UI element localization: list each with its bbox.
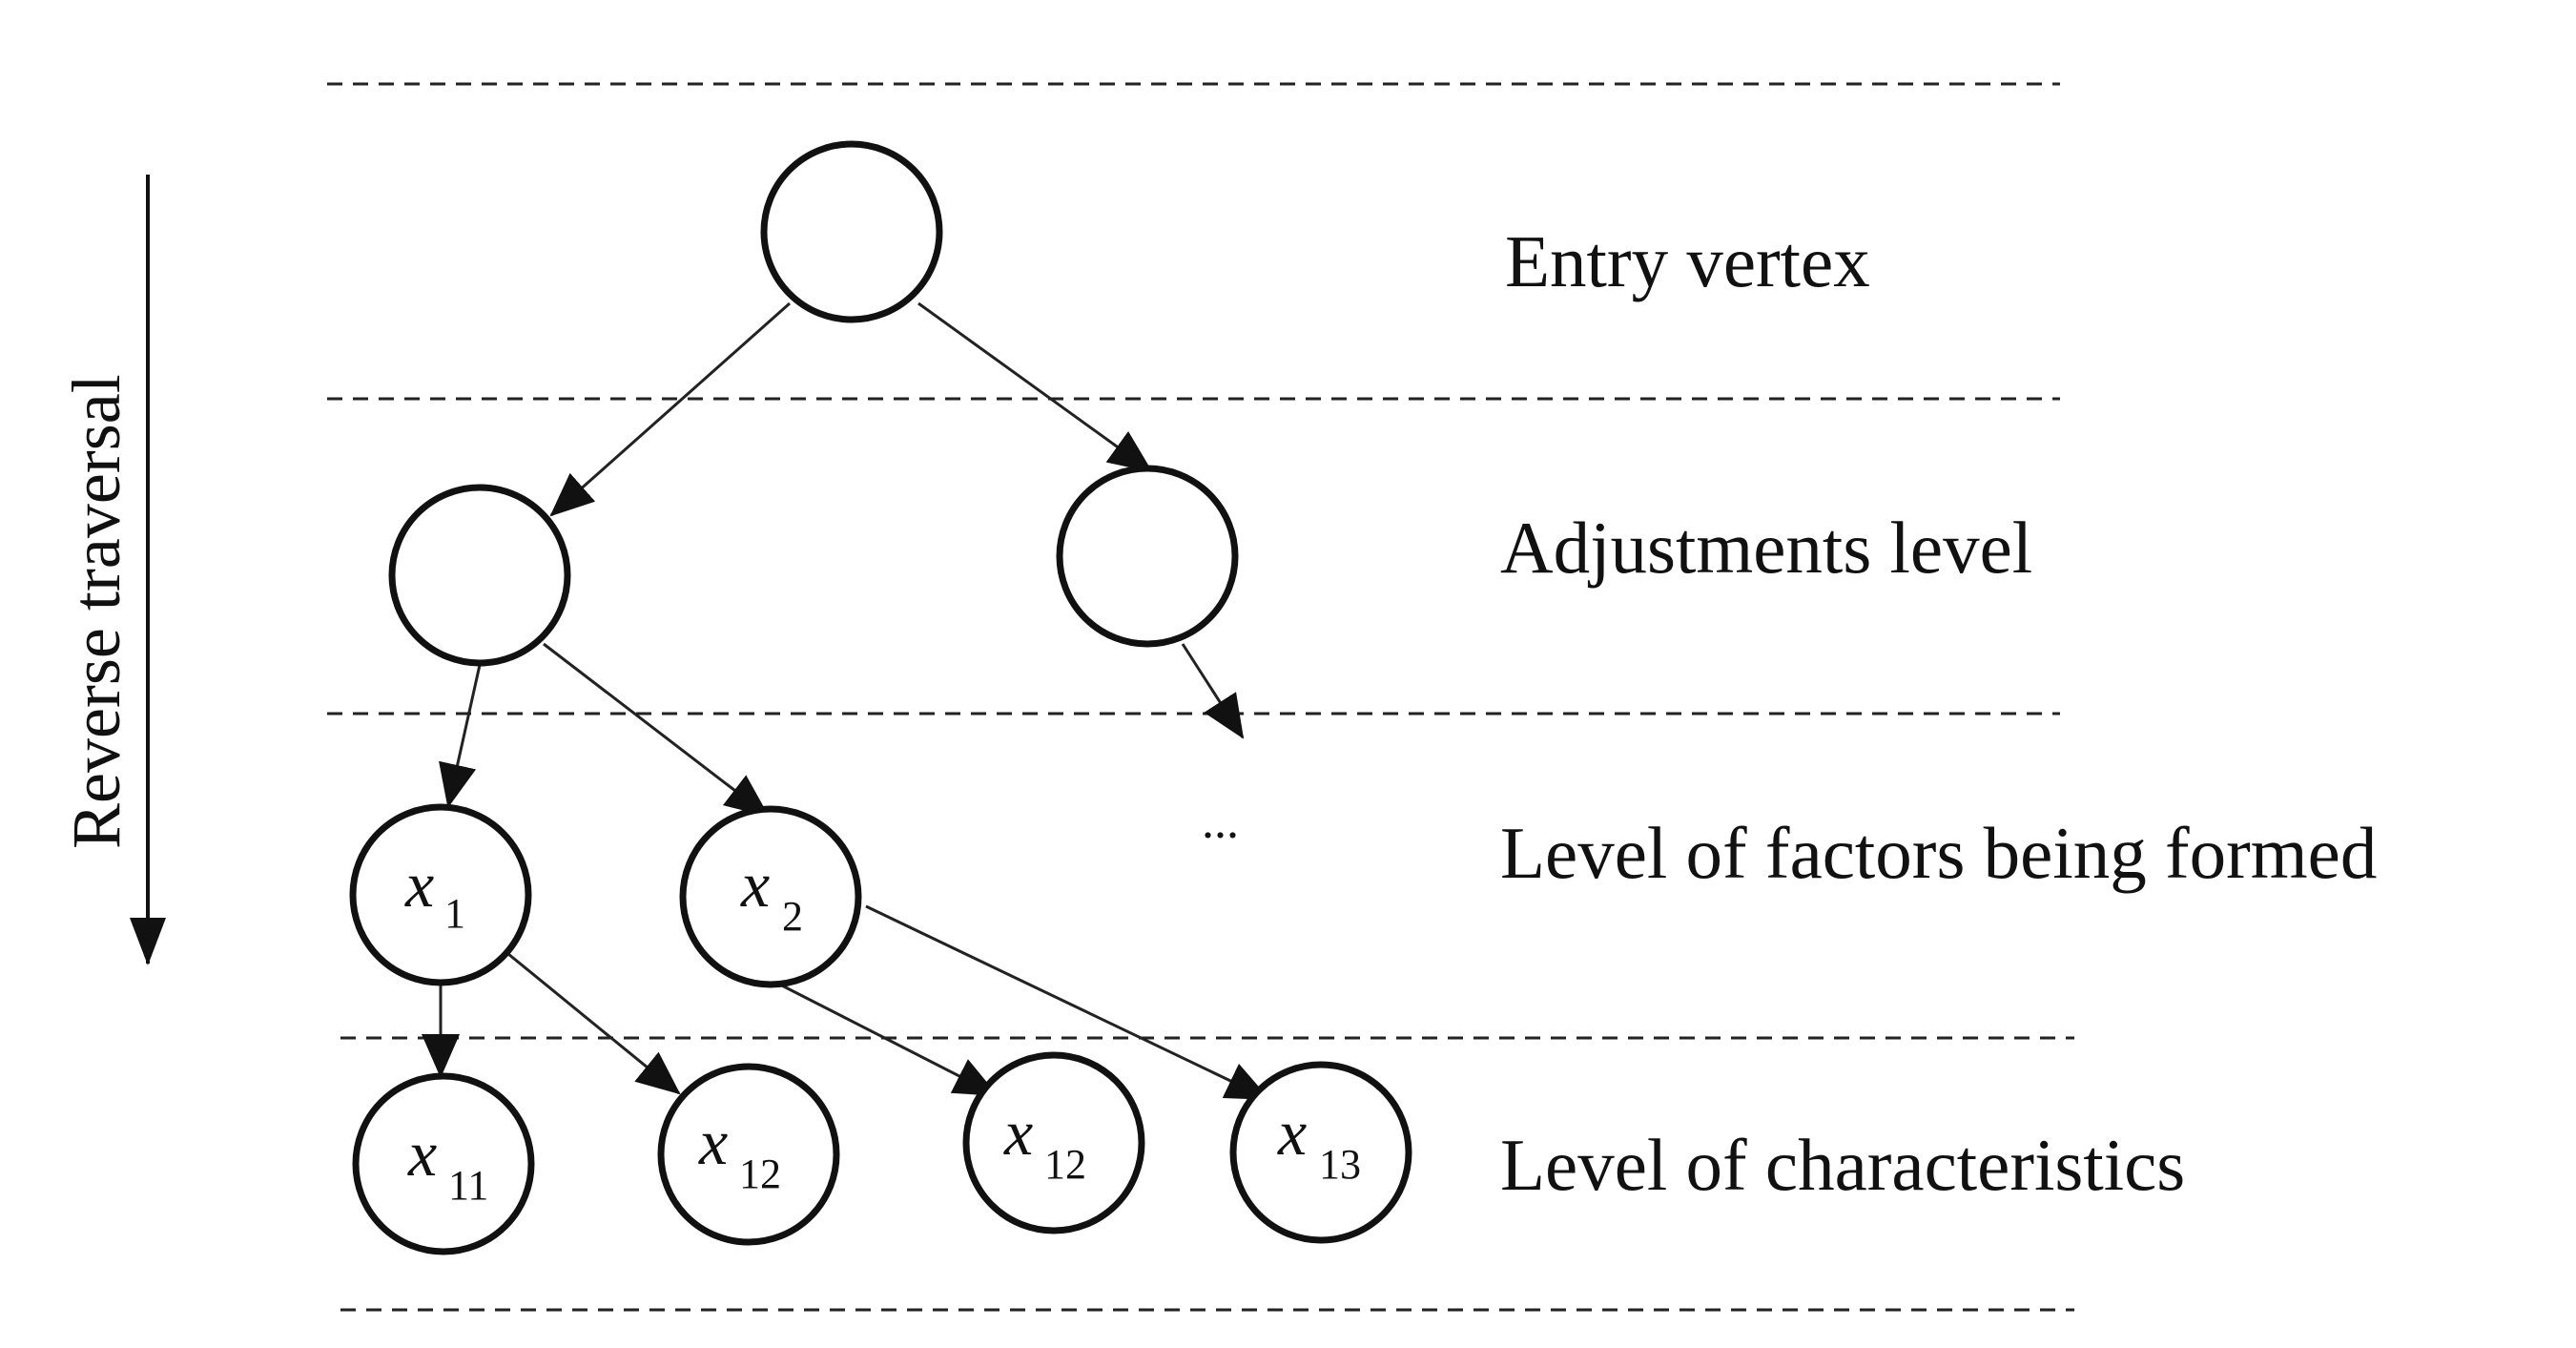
factor-node-x1-var: x <box>404 848 434 921</box>
edge-left-x1 <box>439 664 482 808</box>
edge-x2-x12b <box>772 979 999 1097</box>
characteristic-node-x13-var: x <box>1277 1096 1307 1169</box>
reverse-traversal-label: Reverse traversal <box>58 374 134 849</box>
characteristic-node-x13: x 13 <box>1229 1061 1412 1244</box>
factor-node-x1: x 1 <box>349 803 532 986</box>
edge-right-ellipsis <box>1181 643 1245 739</box>
characteristic-node-x12b-var: x <box>1003 1096 1033 1169</box>
characteristic-node-x13-sub: 13 <box>1319 1141 1361 1188</box>
edge-x1-x12a <box>507 952 681 1095</box>
characteristic-node-x12a: x 12 <box>657 1063 840 1246</box>
characteristic-node-x12b-sub: 12 <box>1044 1141 1086 1188</box>
adjustment-node-left <box>388 484 571 667</box>
characteristic-node-x11-sub: 11 <box>448 1162 488 1209</box>
level-label-characteristics: Level of characteristics <box>1500 1124 2185 1206</box>
characteristic-node-x11-var: x <box>407 1117 437 1190</box>
edge-root-right <box>917 301 1153 473</box>
edge-root-left <box>549 301 791 517</box>
edge-left-x2 <box>543 642 770 818</box>
factor-node-x1-sub: 1 <box>444 890 465 937</box>
characteristic-node-x11: x 11 <box>352 1072 535 1255</box>
adjustment-node-right <box>1056 465 1239 648</box>
edge-x2-x13 <box>865 904 1270 1101</box>
factor-node-x2-sub: 2 <box>782 893 803 940</box>
level-label-adjustments: Adjustments level <box>1500 507 2032 589</box>
factor-node-x2: x 2 <box>679 805 862 988</box>
reverse-traversal-arrowhead <box>130 918 166 965</box>
level-label-entry: Entry vertex <box>1505 220 1870 302</box>
entry-vertex-node <box>760 140 943 323</box>
characteristic-node-x12a-sub: 12 <box>739 1151 781 1197</box>
ellipsis: ... <box>1202 795 1239 849</box>
characteristic-node-x12a-var: x <box>698 1106 728 1178</box>
factor-node-x2-var: x <box>740 848 770 921</box>
characteristic-node-x12b: x 12 <box>962 1051 1145 1234</box>
level-label-factors: Level of factors being formed <box>1500 812 2377 894</box>
